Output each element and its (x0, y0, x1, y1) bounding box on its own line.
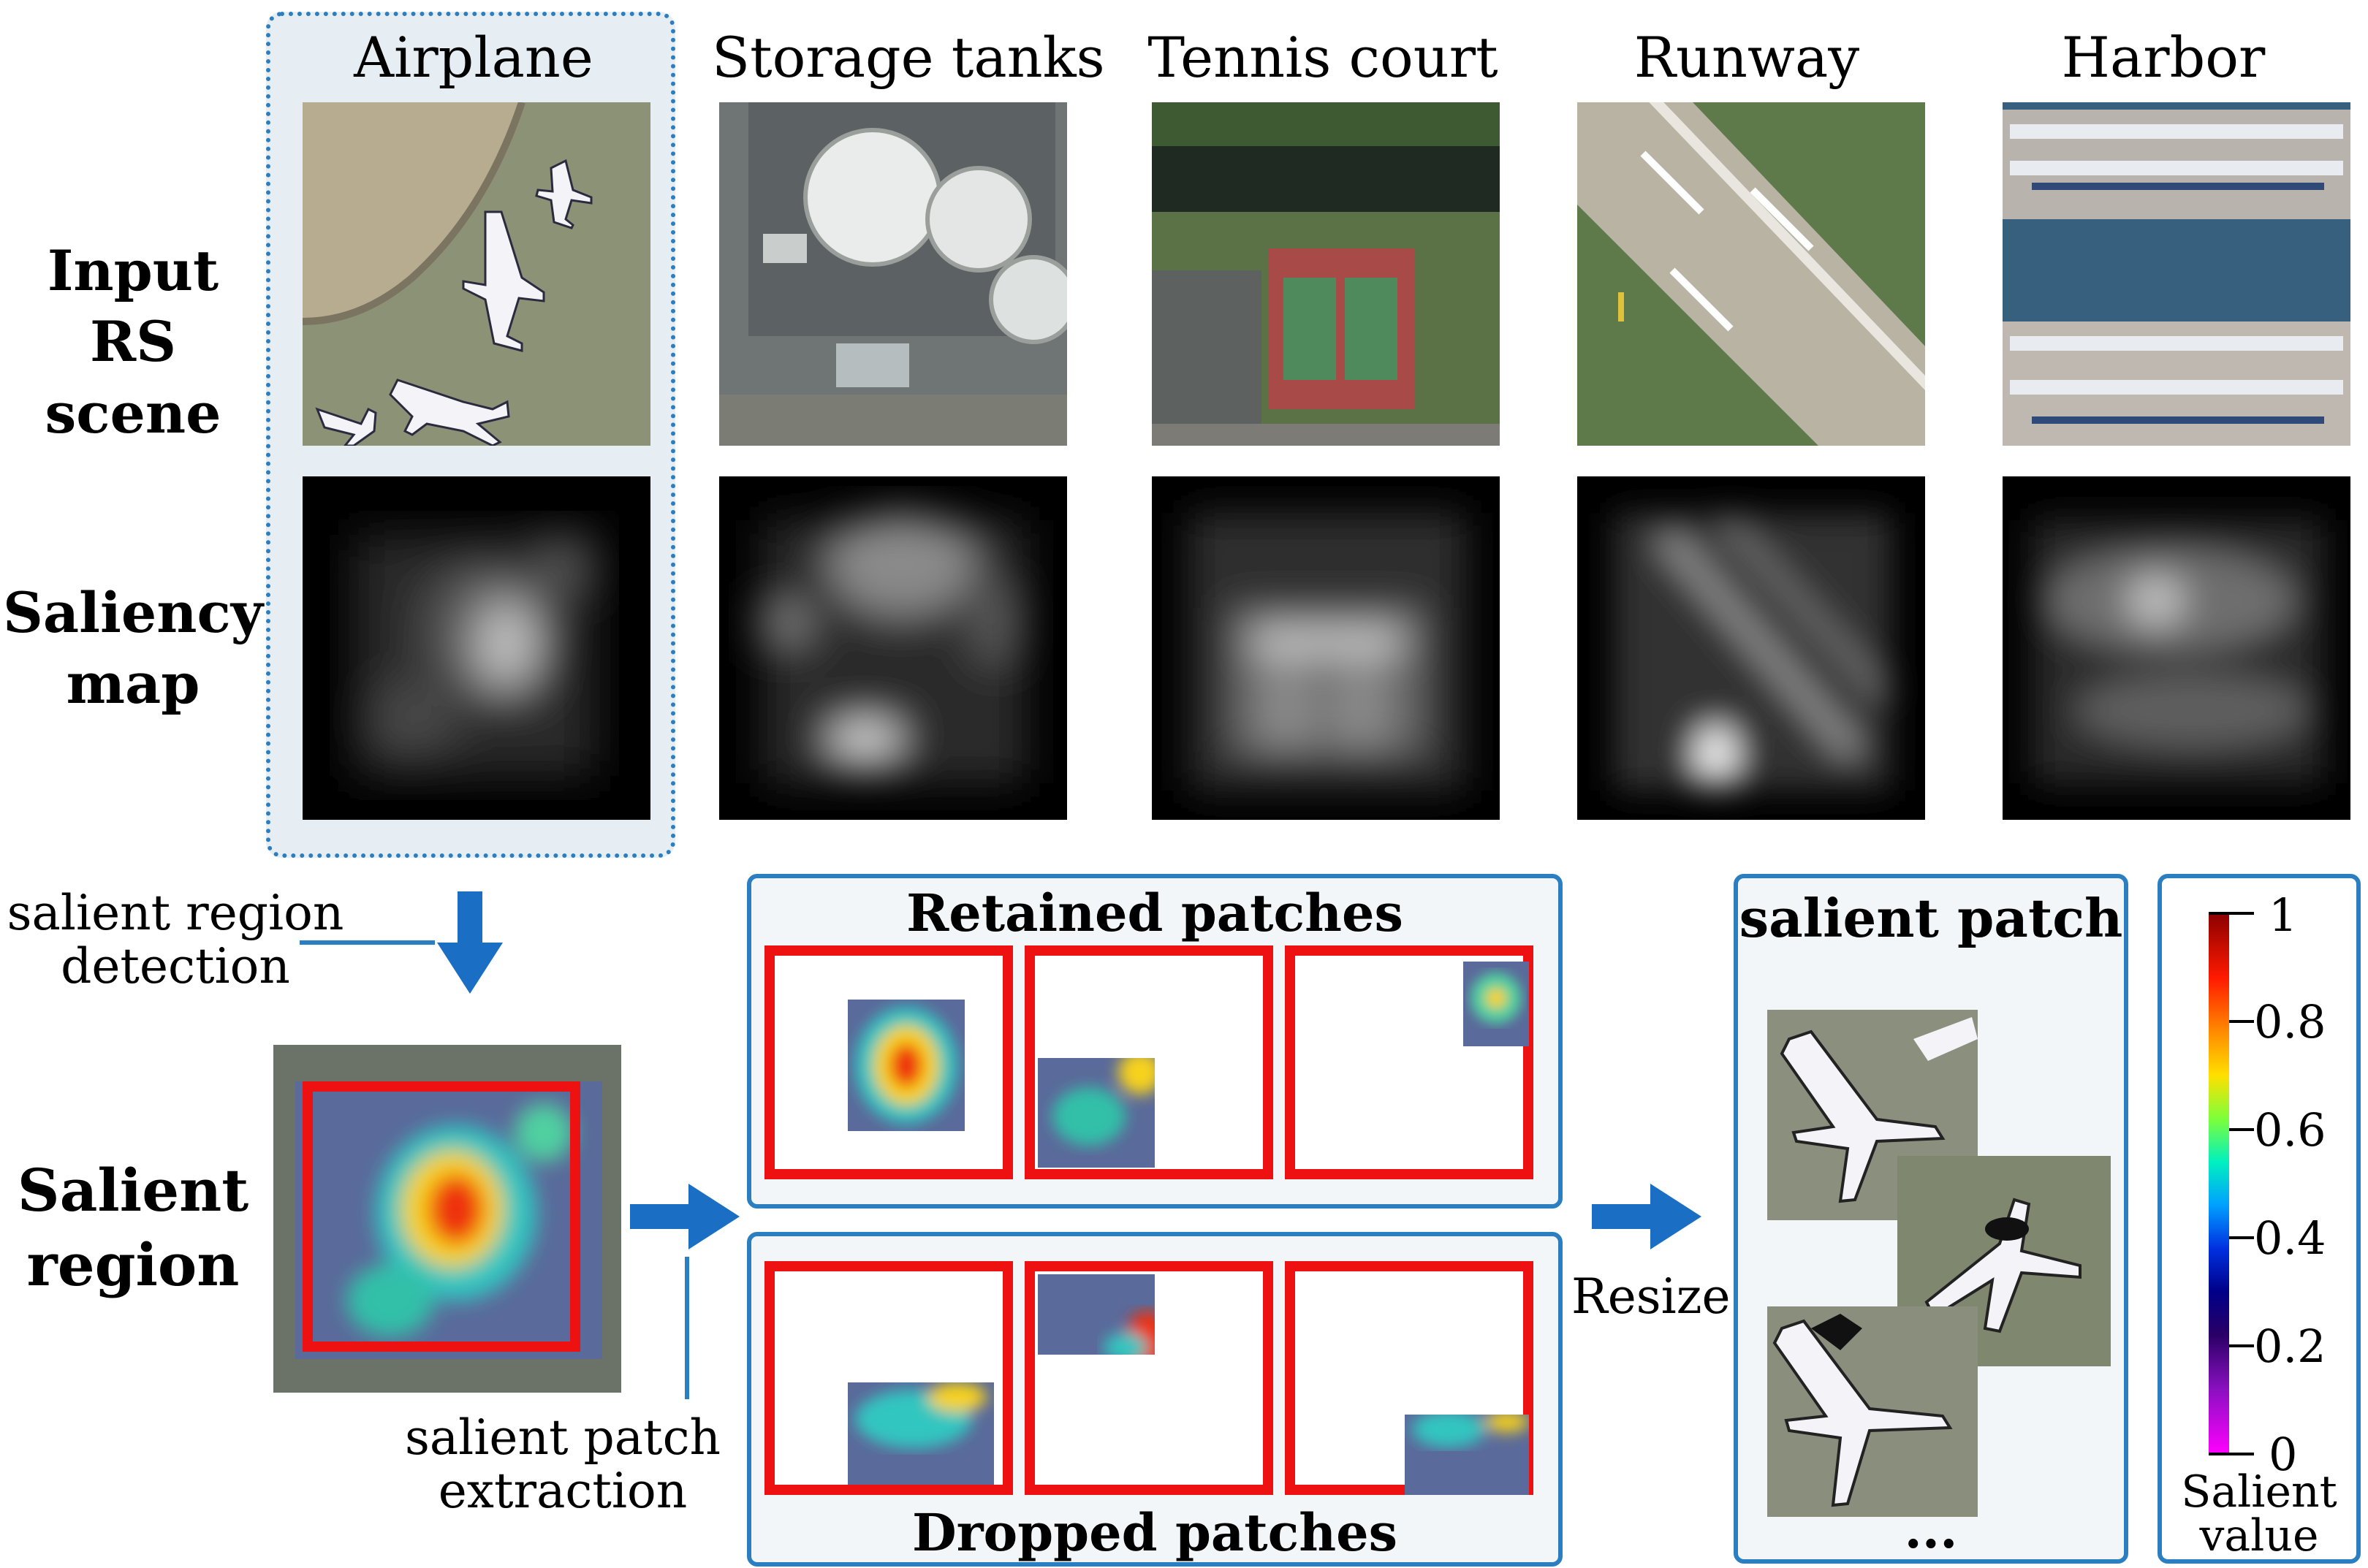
salient-patch-image-3 (1767, 1306, 1978, 1517)
retained-patches-panel: Retained patches (747, 874, 1563, 1209)
extraction-note-line1: salient patch (404, 1409, 721, 1466)
row-header-salient-line1: Salient (17, 1156, 249, 1225)
resize-arrow-icon (1592, 1184, 1701, 1249)
saliency-map-storage-tanks (719, 476, 1067, 820)
extraction-connector-line (685, 1257, 689, 1399)
dropped-patch-2-tile (1038, 1274, 1155, 1355)
salient-region-red-box (303, 1081, 580, 1352)
dropped-patch-2 (1025, 1261, 1273, 1495)
retained-patch-3-tile (1463, 962, 1529, 1046)
extraction-note-line2: extraction (438, 1462, 688, 1519)
dropped-patch-1-tile (848, 1382, 994, 1485)
colorbar-label-line2: value (2199, 1510, 2319, 1561)
salient-patch-title: salient patch (1739, 887, 2123, 949)
colorbar-tick-0-6: 0.6 (2254, 1103, 2326, 1157)
colorbar-tick-0: 0 (2269, 1428, 2298, 1481)
input-scene-harbor (2003, 102, 2350, 446)
retained-patch-1-tile (848, 1000, 965, 1131)
row-header-input: Input RS scene (0, 235, 266, 449)
input-scene-airplane (303, 102, 650, 446)
dropped-patch-1 (764, 1261, 1013, 1495)
colorbar-ticks (2209, 912, 2254, 1455)
detection-connector-line (300, 940, 435, 945)
column-header-harbor: Harbor (2061, 25, 2266, 90)
salient-region-image (273, 1045, 621, 1393)
resize-label: Resize (1571, 1268, 1731, 1325)
colorbar-gradient (2209, 913, 2229, 1454)
row-header-saliency-line2: map (66, 651, 200, 717)
salient-patch-panel: salient patch ... (1734, 874, 2128, 1564)
row-header-saliency-line1: Saliency (3, 580, 263, 645)
down-arrow-icon (437, 891, 503, 994)
colorbar-tick-1: 1 (2269, 888, 2298, 942)
row-header-salient-line2: region (26, 1230, 240, 1300)
detection-note-line1: salient region (7, 885, 344, 941)
saliency-map-runway (1577, 476, 1925, 820)
dropped-patches-title: Dropped patches (911, 1502, 1398, 1563)
row-header-saliency: Saliency map (0, 577, 266, 720)
colorbar-tick-0-8: 0.8 (2254, 995, 2326, 1048)
right-arrow-icon (630, 1184, 740, 1249)
detection-note-line2: detection (61, 937, 290, 994)
saliency-map-harbor (2003, 476, 2350, 820)
retained-patch-3 (1285, 945, 1533, 1179)
colorbar-label: Salient value (2162, 1470, 2356, 1558)
row-header-input-line2: RS scene (45, 309, 221, 446)
retained-patch-2 (1025, 945, 1273, 1179)
dropped-patches-panel: Dropped patches (747, 1232, 1563, 1567)
column-header-tennis-court: Tennis court (1147, 25, 1498, 90)
salient-patch-extraction-note: salient patch extraction (395, 1409, 731, 1519)
column-header-storage-tanks: Storage tanks (712, 25, 1105, 90)
row-header-input-line1: Input (47, 238, 219, 303)
saliency-map-airplane (303, 476, 650, 820)
input-scene-storage-tanks (719, 102, 1067, 446)
input-scene-runway (1577, 102, 1925, 446)
salient-patch-ellipsis: ... (1904, 1499, 1958, 1560)
colorbar-panel: 1 0.8 0.6 0.4 0.2 0 Salient value (2158, 874, 2361, 1564)
input-scene-tennis-court (1152, 102, 1500, 446)
column-header-runway: Runway (1633, 25, 1860, 90)
dropped-patch-3 (1285, 1261, 1533, 1495)
retained-patch-1 (764, 945, 1013, 1179)
retained-patch-2-tile (1038, 1058, 1155, 1168)
salient-region-detection-note: salient region detection (0, 885, 351, 994)
retained-patches-title: Retained patches (906, 883, 1403, 943)
colorbar-label-line1: Salient (2181, 1466, 2337, 1518)
row-header-salient-region: Salient region (0, 1153, 266, 1303)
column-header-airplane: Airplane (354, 25, 593, 90)
colorbar-tick-0-2: 0.2 (2254, 1320, 2326, 1373)
colorbar-tick-0-4: 0.4 (2254, 1211, 2326, 1265)
dropped-patch-3-tile (1405, 1415, 1529, 1495)
saliency-map-tennis-court (1152, 476, 1500, 820)
